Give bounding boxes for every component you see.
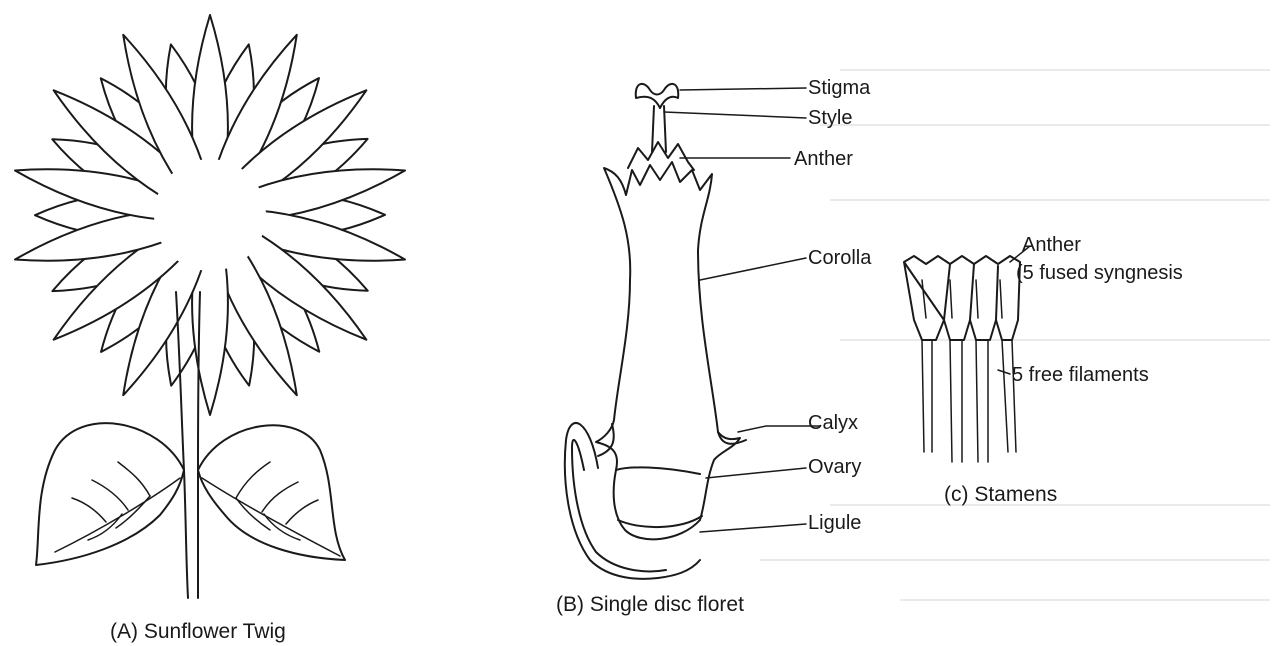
label-stigma: Stigma	[808, 77, 870, 99]
stigma-shape	[636, 84, 679, 108]
disc-floret-drawing	[565, 84, 820, 579]
ligule-shape	[565, 423, 700, 579]
label-stamen-anther: Anther	[1022, 234, 1081, 256]
label-ovary: Ovary	[808, 456, 861, 478]
stamens-drawing	[904, 246, 1030, 462]
left-leaf	[36, 423, 184, 565]
fused-anthers	[904, 256, 1020, 340]
flower-disc	[154, 159, 266, 271]
sunflower-twig-drawing	[15, 15, 405, 598]
figure-a-caption: (A) Sunflower Twig	[110, 620, 286, 644]
label-anther-note: (5 fused syngnesis	[1016, 262, 1183, 284]
corolla-shape	[596, 162, 740, 539]
anther-tips	[628, 142, 694, 170]
label-anther: Anther	[794, 148, 853, 170]
label-style: Style	[808, 107, 852, 129]
ovary-shape	[616, 467, 702, 527]
free-filaments	[922, 340, 1016, 462]
figure-b-caption: (B) Single disc floret	[556, 593, 744, 617]
label-corolla: Corolla	[808, 247, 871, 269]
figure-c-caption: (c) Stamens	[944, 483, 1057, 507]
label-calyx: Calyx	[808, 412, 858, 434]
label-ligule: Ligule	[808, 512, 861, 534]
right-leaf	[198, 425, 345, 560]
label-free-filaments: 5 free filaments	[1012, 364, 1149, 386]
